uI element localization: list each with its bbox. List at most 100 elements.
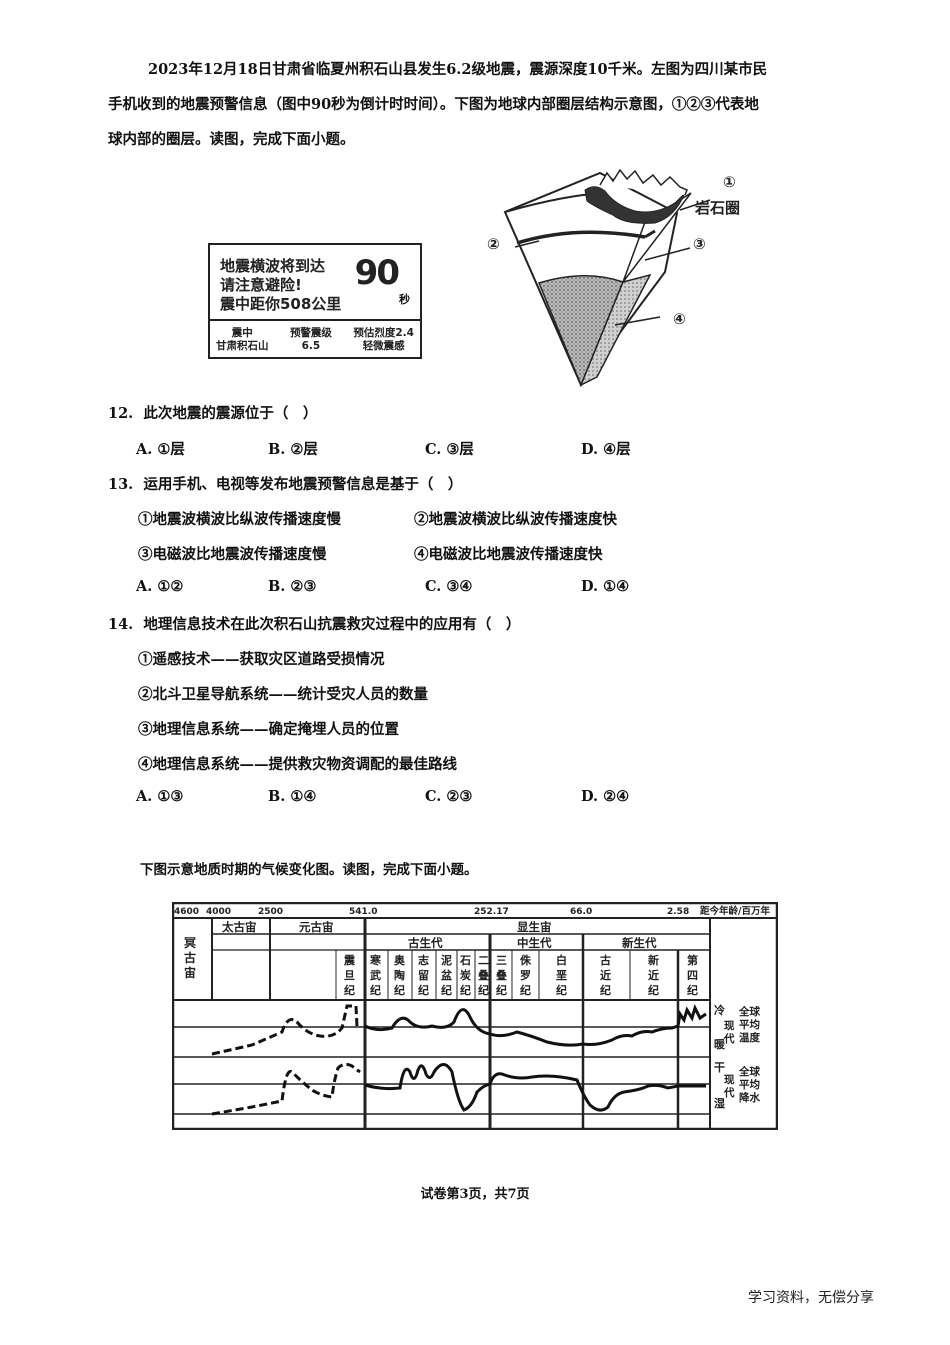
svg-text:垩: 垩 bbox=[556, 969, 567, 982]
svg-text:纪: 纪 bbox=[394, 983, 405, 997]
q14-option-b[interactable]: B. ①④ bbox=[268, 788, 317, 805]
warning-bottom-section: 震中 甘肃积石山 预警震级 6.5 预估烈度2.4 轻微震感 bbox=[210, 321, 420, 359]
q12-option-c[interactable]: C. ③层 bbox=[425, 441, 474, 458]
epicenter-info: 震中 甘肃积石山 bbox=[216, 327, 269, 352]
svg-text:叠: 叠 bbox=[496, 968, 507, 982]
label-cold: 冷 bbox=[714, 1003, 725, 1017]
label-global-precip-3: 降水 bbox=[739, 1091, 760, 1104]
eon-hadean-3: 宙 bbox=[184, 965, 196, 980]
q14-statement-3: ③地理信息系统——确定掩埋人员的位置 bbox=[138, 721, 399, 738]
intro-line-1: 2023年12月18日甘肃省临夏州积石山县发生6.2级地震，震源深度10千米。左… bbox=[148, 61, 768, 78]
svg-text:纪: 纪 bbox=[418, 983, 429, 997]
tick-4600: 4600 bbox=[174, 907, 199, 917]
eon-hadean-1: 冥 bbox=[184, 936, 196, 950]
lithosphere-label: 岩石圈 bbox=[695, 199, 741, 217]
svg-text:新: 新 bbox=[648, 953, 659, 967]
intro-line-2: 手机收到的地震预警信息（图中90秒为倒计时时间）。下图为地球内部圈层结构示意图，… bbox=[108, 96, 759, 113]
q14-option-c[interactable]: C. ②③ bbox=[425, 788, 473, 805]
layer-3-label: ③ bbox=[693, 235, 706, 253]
tick-2500: 2500 bbox=[258, 907, 283, 917]
period-labels: 震旦纪 寒武纪 奥陶纪 志留纪 泥盆纪 石炭纪 二叠纪 三叠纪 侏罗纪 白垩纪 … bbox=[343, 953, 698, 997]
svg-text:盆: 盆 bbox=[440, 968, 453, 982]
svg-text:古: 古 bbox=[600, 953, 611, 967]
q13-option-b[interactable]: B. ②③ bbox=[268, 578, 317, 595]
question-14: 14. 地理信息技术在此次积石山抗震救灾过程中的应用有（ ） bbox=[108, 616, 521, 633]
q12-option-d[interactable]: D. ④层 bbox=[581, 441, 631, 458]
svg-text:纪: 纪 bbox=[496, 983, 507, 997]
svg-text:泥: 泥 bbox=[441, 954, 452, 967]
svg-text:纪: 纪 bbox=[520, 983, 531, 997]
label-global-temp-2: 平均 bbox=[739, 1018, 760, 1031]
svg-text:旦: 旦 bbox=[344, 969, 355, 982]
label-dry: 干 bbox=[714, 1061, 725, 1074]
svg-text:寒: 寒 bbox=[369, 953, 382, 967]
intensity-info: 预估烈度2.4 轻微震感 bbox=[353, 327, 414, 352]
svg-text:近: 近 bbox=[648, 968, 659, 982]
svg-text:罗: 罗 bbox=[520, 969, 531, 982]
q14-statement-1: ①遥感技术——获取灾区道路受损情况 bbox=[138, 651, 385, 668]
svg-text:志: 志 bbox=[418, 953, 429, 967]
label-modern-temp-2: 代 bbox=[723, 1032, 735, 1045]
svg-text:纪: 纪 bbox=[441, 983, 452, 997]
q13-statement-4: ④电磁波比地震波传播速度快 bbox=[414, 546, 603, 563]
svg-text:叠: 叠 bbox=[478, 968, 489, 982]
svg-text:武: 武 bbox=[370, 968, 381, 982]
layer-1-label: ① bbox=[723, 173, 736, 191]
eon-proterozoic: 元古宙 bbox=[299, 920, 334, 934]
countdown-unit: 秒 bbox=[399, 293, 410, 306]
svg-text:二: 二 bbox=[478, 954, 489, 967]
q12-option-a[interactable]: A. ①层 bbox=[136, 441, 185, 458]
q14-option-a[interactable]: A. ①③ bbox=[136, 788, 184, 805]
eon-hadean-2: 古 bbox=[184, 950, 196, 965]
label-global-precip-1: 全球 bbox=[738, 1065, 760, 1078]
q13-option-a[interactable]: A. ①② bbox=[136, 578, 184, 595]
svg-text:白: 白 bbox=[556, 953, 567, 967]
era-mesozoic: 中生代 bbox=[517, 936, 552, 950]
svg-text:纪: 纪 bbox=[648, 983, 659, 997]
label-global-precip-2: 平均 bbox=[739, 1078, 760, 1091]
svg-text:奥: 奥 bbox=[393, 953, 406, 967]
label-wet: 湿 bbox=[714, 1096, 725, 1110]
svg-text:纪: 纪 bbox=[556, 983, 567, 997]
svg-text:纪: 纪 bbox=[460, 983, 471, 997]
svg-text:纪: 纪 bbox=[370, 983, 381, 997]
q13-option-c[interactable]: C. ③④ bbox=[425, 578, 473, 595]
watermark-text: 学习资料，无偿分享 bbox=[748, 1290, 874, 1306]
label-modern-precip-2: 代 bbox=[723, 1086, 735, 1099]
q13-statement-2: ②地震波横波比纵波传播速度快 bbox=[414, 511, 617, 528]
magnitude-info: 预警震级 6.5 bbox=[289, 327, 332, 352]
svg-text:近: 近 bbox=[600, 968, 611, 982]
svg-text:纪: 纪 bbox=[600, 983, 611, 997]
warning-line-3: 震中距你508公里 bbox=[220, 295, 342, 313]
warning-line-1: 地震横波将到达 bbox=[220, 257, 326, 275]
svg-text:第: 第 bbox=[687, 953, 698, 967]
layer-4-label: ④ bbox=[673, 310, 686, 328]
svg-text:石: 石 bbox=[459, 954, 471, 967]
warning-top-section: 地震横波将到达 请注意避险! 震中距你508公里 90 秒 bbox=[210, 245, 420, 321]
tick-252: 252.17 bbox=[474, 907, 509, 917]
svg-text:纪: 纪 bbox=[478, 983, 489, 997]
svg-text:陶: 陶 bbox=[394, 968, 405, 982]
layer-2-label: ② bbox=[487, 235, 500, 253]
svg-text:震: 震 bbox=[343, 954, 356, 967]
label-modern-precip-1: 现 bbox=[724, 1074, 735, 1086]
svg-text:纪: 纪 bbox=[344, 983, 355, 997]
intro-paragraph: 2023年12月18日甘肃省临夏州积石山县发生6.2级地震，震源深度10千米。左… bbox=[108, 52, 853, 157]
page-footer: 试卷第3页，共7页 bbox=[420, 1187, 530, 1202]
q13-option-d[interactable]: D. ①④ bbox=[581, 578, 630, 595]
q14-option-d[interactable]: D. ②④ bbox=[581, 788, 630, 805]
eon-phanerozoic: 显生宙 bbox=[517, 920, 552, 934]
label-modern-temp-1: 现 bbox=[724, 1020, 735, 1032]
label-global-temp-1: 全球 bbox=[738, 1005, 760, 1018]
earth-wedge-illustration bbox=[503, 168, 711, 387]
x-axis-label: 距今年龄/百万年 bbox=[700, 905, 770, 917]
warning-line-2: 请注意避险! bbox=[220, 276, 302, 294]
earthquake-warning-box: 地震横波将到达 请注意避险! 震中距你508公里 90 秒 震中 甘肃积石山 预… bbox=[208, 243, 422, 359]
question-13: 13. 运用手机、电视等发布地震预警信息是基于（ ） bbox=[108, 476, 463, 493]
chart-svg: 4600 4000 2500 541.0 252.17 66.0 2.58 距今… bbox=[171, 901, 779, 1131]
q13-statement-3: ③电磁波比地震波传播速度慢 bbox=[138, 546, 327, 563]
svg-text:四: 四 bbox=[687, 969, 698, 982]
label-global-temp-3: 温度 bbox=[739, 1031, 760, 1044]
tick-2.58: 2.58 bbox=[667, 907, 689, 917]
q12-option-b[interactable]: B. ②层 bbox=[268, 441, 318, 458]
